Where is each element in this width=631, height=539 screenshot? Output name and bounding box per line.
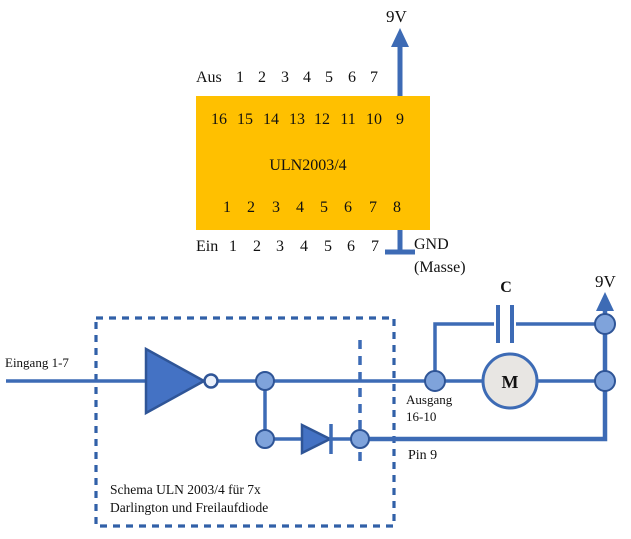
ein-number: 7 <box>371 238 379 255</box>
top-pin: 13 <box>289 111 305 128</box>
darlington-triangle-icon <box>144 346 207 416</box>
top-pin: 15 <box>237 111 253 128</box>
gnd-label: GND <box>414 236 449 253</box>
ein-number: 1 <box>229 238 237 255</box>
inverter-bubble-icon <box>203 373 219 389</box>
ein-label: Ein <box>196 238 218 255</box>
top-pin: 11 <box>340 111 355 128</box>
junction-node <box>594 370 616 392</box>
top-pin: 12 <box>314 111 330 128</box>
capacitor-label: C <box>500 279 512 296</box>
top-pin: 16 <box>211 111 227 128</box>
junction-node <box>594 313 616 335</box>
ein-number: 5 <box>324 238 332 255</box>
chip-section: 9V Aus 1 2 3 4 5 6 7 16 15 14 13 12 11 1… <box>196 7 466 276</box>
input-label: Eingang 1-7 <box>5 355 69 370</box>
output-label-line2: 16-10 <box>406 409 436 424</box>
junction-node <box>255 371 275 391</box>
ein-numbers: 1 2 3 4 5 6 7 <box>229 238 379 255</box>
aus-number: 6 <box>348 69 356 86</box>
top-pin: 14 <box>263 111 279 128</box>
ein-number: 4 <box>300 238 308 255</box>
motor-label: M <box>502 372 519 392</box>
motor-icon <box>481 352 539 410</box>
aus-number: 5 <box>325 69 333 86</box>
bottom-pin: 1 <box>223 199 231 216</box>
capacitor-branch-wire <box>433 322 494 381</box>
schematic-supply-label: 9V <box>595 272 617 291</box>
pin9-wire <box>360 307 608 442</box>
aus-label: Aus <box>196 69 222 86</box>
aus-number: 1 <box>236 69 244 86</box>
bottom-pin: 4 <box>296 199 304 216</box>
junction-node <box>424 370 446 392</box>
ein-number: 6 <box>347 238 355 255</box>
output-label-line1: Ausgang <box>406 392 453 407</box>
chip-name: ULN2003/4 <box>269 157 346 174</box>
schematic-section: C M 9V Eingang 1-7 Ausgang 16-10 Pin 9 S… <box>5 272 617 528</box>
bottom-pin: 5 <box>320 199 328 216</box>
chip-supply-label: 9V <box>386 7 408 26</box>
bottom-pin: 7 <box>369 199 377 216</box>
schematic-supply-arrow-icon <box>596 292 614 311</box>
aus-number: 7 <box>370 69 378 86</box>
top-pin: 10 <box>366 111 382 128</box>
caption-line1: Schema ULN 2003/4 für 7x <box>110 482 261 497</box>
bottom-pin-numbers: 1 2 3 4 5 6 7 8 <box>223 199 401 216</box>
aus-number: 3 <box>281 69 289 86</box>
aus-number: 4 <box>303 69 311 86</box>
freewheel-diode-icon <box>300 422 333 456</box>
bottom-pin: 2 <box>247 199 255 216</box>
junction-node <box>350 429 370 449</box>
aus-numbers: 1 2 3 4 5 6 7 <box>236 69 378 86</box>
junction-node <box>255 429 275 449</box>
top-pin: 9 <box>396 111 404 128</box>
aus-number: 2 <box>258 69 266 86</box>
bottom-pin: 3 <box>272 199 280 216</box>
bottom-pin: 6 <box>344 199 352 216</box>
schematic-boundary <box>94 316 396 528</box>
ein-number: 2 <box>253 238 261 255</box>
chip-supply-arrow-icon <box>391 28 409 47</box>
ein-number: 3 <box>276 238 284 255</box>
caption-line2: Darlington und Freilaufdiode <box>110 500 268 515</box>
chip-body <box>196 96 430 230</box>
pin9-label: Pin 9 <box>408 448 437 463</box>
top-pin-numbers: 16 15 14 13 12 11 10 9 <box>211 111 404 128</box>
bottom-pin: 8 <box>393 199 401 216</box>
gnd-sublabel: (Masse) <box>414 259 466 276</box>
